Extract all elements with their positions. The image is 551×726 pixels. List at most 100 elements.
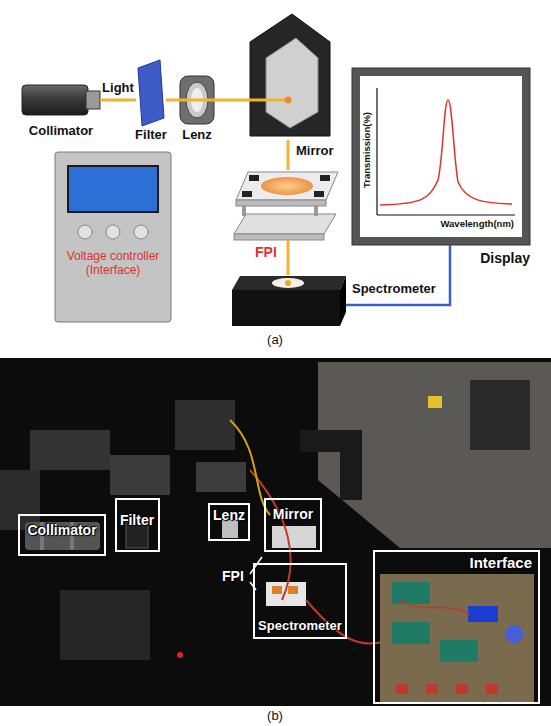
photo-collimator [25,522,100,550]
leader-line [250,557,262,574]
signal-cable [346,245,450,305]
display-frame [352,68,530,245]
node-label: Transmission(%) [362,112,373,188]
photo-mount [0,470,40,530]
light-beam [287,140,290,170]
photo-spectrometer [266,582,306,606]
filter-glass [138,60,164,126]
light-beam [178,99,216,102]
light-beam [100,99,136,102]
photo-callout-box: Filter [115,498,160,552]
light-beam [245,99,288,102]
controller-button [106,225,120,239]
photo-callout-box: Interface [373,550,540,704]
lens-part: Lenz [178,76,216,124]
photo-wire [250,470,291,600]
photo-tape [428,396,442,408]
fpi-electrode [320,175,330,181]
controller-screen [68,166,158,212]
filter-part: Filter [136,58,166,126]
controller-button [134,225,148,239]
spectrometer-side [340,276,346,326]
node-label: Collimator [29,124,93,139]
photo-module [392,582,430,604]
photo-mount [60,590,150,660]
light-beam [216,99,245,102]
controller-body [55,152,171,322]
node-label: Display [480,250,530,266]
light-beam [287,240,290,275]
display-screen [360,76,522,237]
photo-callout-box: Mirror [264,498,322,552]
fpi-plate [234,214,336,234]
light-beam [166,99,178,102]
mirror-part: Mirror [245,12,332,140]
node-label: Collimator [27,522,96,538]
node-label: Filter [135,128,167,143]
photo-mount [175,400,235,450]
photo-screen [468,606,498,622]
collimator-body [22,85,88,115]
node-label: Lenz [182,128,212,143]
node-label: Wavelength(nm) [440,219,514,230]
photo-mount [470,380,530,450]
photo-button [456,684,468,694]
panel-caption: (a) [267,333,283,348]
spectrometer-body [232,290,340,326]
part-label: FPI [222,568,244,584]
display-panel: DisplayTransmission(%)Wavelength(nm) [352,68,530,245]
fpi-electrode [249,175,259,181]
photo-component [288,586,298,594]
node-label: Spectrometer [258,619,342,634]
photo-breadboard [380,574,534,702]
photo-callout-box: Lenz [208,503,250,541]
mirror-face [266,38,318,128]
node-label: Spectrometer [352,282,436,297]
photo-mount [30,430,110,470]
node-label: Filter [120,512,154,528]
node-label: Lenz [213,507,245,523]
mirror-prism [250,14,330,136]
node-label: Interface [469,554,532,571]
controller-box: Voltage controller (Interface) [55,152,171,322]
photo-mount [300,430,362,500]
fpi-mirror [261,177,313,195]
chart-axis [376,88,377,215]
fpi-plate-edge [234,234,324,240]
chart-axis [377,214,515,215]
collimator-nozzle [86,91,100,109]
photo-button [426,684,438,694]
node-label: Mirror [273,506,313,522]
photo-callout-box: Spectrometer [253,563,347,639]
node-label: FPI [255,244,277,260]
collimator-part: Collimator [22,84,100,116]
photo-module [392,622,430,644]
photo-module [440,640,478,662]
fpi-plate-edge [236,200,326,206]
photo-led [505,625,523,643]
node-label: Mirror [296,144,334,159]
photo-wire [400,600,470,615]
fpi-electrode [314,191,324,197]
photo-mount [110,455,170,495]
beam-spot [285,280,291,286]
photo-button [486,684,498,694]
spectrometer-part: Spectrometer [232,275,346,326]
photo-led [177,652,183,658]
controller-button [78,225,92,239]
edge-label: Light [101,81,135,96]
fpi-electrode [242,191,252,197]
photo-callout-box: Collimator [18,514,106,556]
spectrometer-top [232,276,346,290]
photo-component [272,586,282,594]
fpi-plate [236,172,338,200]
fpi-part: FPI [233,170,343,240]
photo-button [396,684,408,694]
photo-mount [196,462,246,492]
transmission-peak [380,100,512,205]
spectrometer-window [272,278,304,288]
